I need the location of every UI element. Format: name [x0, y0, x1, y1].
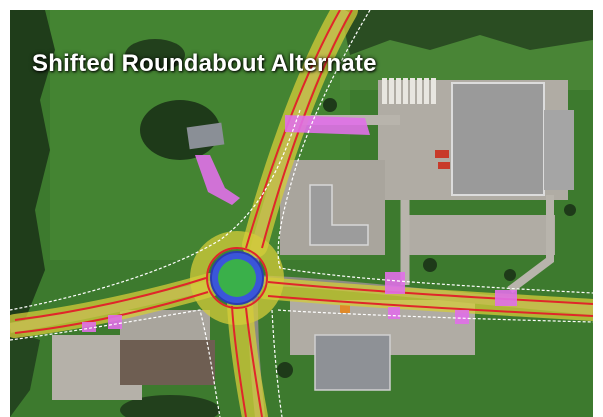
roundabout-central-island — [218, 259, 256, 297]
east-parking-lot — [405, 215, 555, 255]
tree-cluster-north — [125, 39, 185, 71]
south-west-trees — [10, 330, 40, 417]
tree — [323, 98, 337, 112]
tree-cluster-south — [120, 395, 220, 417]
crosswalk-west-2 — [82, 322, 96, 332]
commercial-building — [120, 340, 215, 385]
tree — [423, 258, 437, 272]
crosswalk-north-path — [285, 115, 370, 135]
crosswalk-east-1 — [385, 272, 405, 294]
crosswalk-south — [388, 307, 400, 319]
aerial-map — [10, 10, 593, 417]
orange-equipment — [340, 305, 350, 313]
parked-trailers — [382, 78, 436, 104]
warehouse-building — [314, 334, 391, 391]
west-tree-line — [10, 10, 55, 330]
red-truck — [435, 150, 449, 158]
crosswalk-west — [108, 315, 122, 329]
red-truck — [438, 162, 450, 169]
crosswalk-residence-path — [195, 155, 240, 205]
tree — [564, 204, 576, 216]
east-driveway — [507, 195, 554, 294]
right-of-way-lines — [10, 10, 593, 417]
crosswalks — [82, 115, 517, 332]
north-east-trees — [340, 10, 593, 55]
tree — [504, 269, 516, 281]
tree — [277, 362, 293, 378]
map-title: Shifted Roundabout Alternate — [32, 50, 377, 77]
crosswalk-east-2 — [495, 290, 517, 306]
industrial-building-annex — [544, 110, 574, 190]
office-building — [309, 184, 369, 246]
residence-house — [186, 122, 225, 150]
crosswalk-south-east — [455, 310, 469, 324]
industrial-building — [451, 82, 545, 196]
